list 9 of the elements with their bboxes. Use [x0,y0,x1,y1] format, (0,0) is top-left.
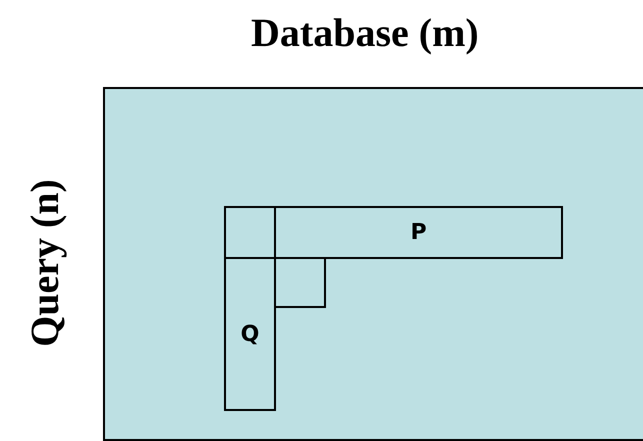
band-label: P [410,220,427,245]
grid-block [224,206,276,259]
axis-title: Query (n) [24,179,65,347]
matrix-area [103,87,643,441]
grid-block [274,257,326,308]
axis-title: Database (m) [251,13,479,53]
matrix-band [274,206,563,259]
matrix-band [224,257,276,411]
band-label: Q [240,322,260,346]
